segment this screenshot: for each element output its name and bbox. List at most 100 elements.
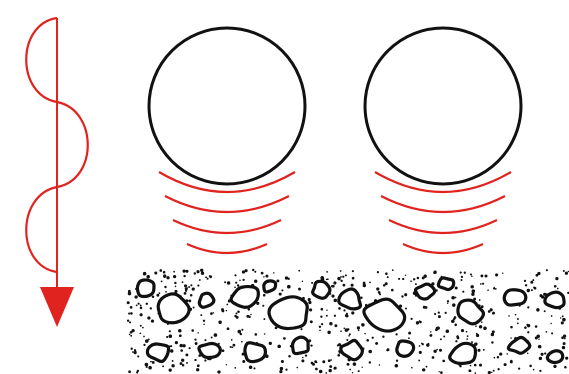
aggregate-stone	[158, 294, 189, 323]
stipple-dot	[197, 332, 198, 333]
stipple-dot	[469, 370, 471, 372]
stipple-dot	[482, 283, 484, 285]
stipple-dot	[386, 349, 388, 351]
stipple-dot	[288, 278, 290, 280]
stipple-dot	[127, 320, 129, 322]
stipple-dot	[190, 284, 192, 286]
stipple-dot	[332, 285, 335, 288]
stipple-dot	[510, 326, 513, 329]
emission-arc	[159, 172, 295, 192]
aggregate-stone	[416, 284, 435, 299]
stipple-dot	[508, 315, 510, 317]
stipple-dot	[485, 275, 488, 278]
stipple-dot	[170, 345, 172, 347]
stipple-dot	[527, 289, 530, 292]
stipple-dot	[146, 366, 148, 368]
stipple-dot	[204, 359, 206, 361]
particle-circle	[149, 28, 305, 184]
stipple-dot	[527, 324, 530, 327]
stipple-dot	[169, 330, 171, 332]
stipple-dot	[319, 326, 321, 328]
stipple-dot	[535, 336, 538, 339]
stipple-dot	[233, 344, 236, 347]
stipple-dot	[312, 363, 315, 366]
stipple-dot	[310, 320, 313, 323]
stipple-dot	[182, 364, 185, 367]
stipple-dot	[140, 313, 143, 316]
aggregate-stone	[397, 341, 414, 356]
stipple-dot	[413, 278, 415, 280]
stipple-dot	[143, 272, 147, 276]
stipple-dot	[357, 326, 360, 329]
stipple-dot	[255, 333, 258, 336]
stipple-dot	[480, 283, 482, 285]
stipple-dot	[315, 368, 318, 371]
stipple-dot	[137, 355, 139, 357]
stipple-dot	[492, 313, 494, 315]
stipple-dot	[466, 338, 468, 340]
stipple-dot	[331, 295, 334, 298]
stipple-dot	[557, 288, 559, 290]
stipple-dot	[343, 327, 345, 329]
stipple-dot	[398, 278, 400, 280]
stipple-dot	[226, 364, 227, 365]
stipple-dot	[140, 307, 143, 310]
stipple-dot	[408, 337, 410, 339]
stipple-dot	[443, 336, 445, 338]
stipple-dot	[182, 281, 184, 283]
stipple-dot	[531, 289, 533, 291]
aggregate-stone	[231, 287, 258, 308]
aggregate-stone	[199, 343, 220, 357]
stipple-dot	[319, 370, 323, 374]
stipple-dot	[527, 331, 529, 333]
stipple-dot	[224, 281, 226, 283]
stipple-dot	[162, 365, 164, 367]
stipple-dot	[281, 289, 283, 291]
stipple-dot	[352, 372, 353, 373]
stipple-dot	[154, 272, 157, 275]
stipple-dot	[517, 323, 519, 325]
stipple-dot	[502, 272, 503, 273]
stipple-dot	[179, 334, 182, 337]
stipple-dot	[555, 277, 558, 280]
stipple-dot	[438, 315, 441, 318]
stipple-dot	[180, 344, 183, 347]
stipple-dot	[227, 327, 230, 330]
stipple-dot	[366, 339, 369, 342]
stipple-dot	[340, 330, 342, 332]
stipple-dot	[447, 303, 448, 304]
stipple-dot	[546, 331, 548, 333]
stipple-dot	[483, 349, 485, 351]
stipple-dot	[329, 369, 332, 372]
stipple-dot	[234, 286, 236, 288]
stipple-dot	[551, 332, 553, 334]
stipple-dot	[487, 289, 489, 291]
stipple-dot	[280, 367, 283, 370]
stipple-dot	[527, 353, 529, 355]
stipple-dot	[184, 292, 187, 295]
stipple-dot	[228, 300, 230, 302]
stipple-dot	[483, 327, 487, 331]
stipple-dot	[169, 334, 173, 338]
stipple-dot	[320, 276, 324, 280]
stipple-dot	[263, 294, 266, 297]
stipple-dot	[491, 341, 493, 343]
stipple-dot	[283, 337, 286, 340]
stipple-dot	[475, 325, 477, 327]
stipple-dot	[446, 329, 450, 333]
aggregate-stone	[504, 290, 526, 305]
stipple-dot	[411, 367, 413, 369]
stipple-dot	[143, 336, 145, 338]
stipple-dot	[419, 321, 422, 324]
stipple-dot	[419, 351, 422, 354]
stipple-dot	[245, 269, 248, 272]
stipple-dot	[474, 364, 477, 367]
stipple-dot	[130, 306, 133, 309]
aggregate-layer	[127, 269, 569, 374]
stipple-dot	[536, 308, 539, 311]
stipple-dot	[434, 313, 436, 315]
stipple-dot	[565, 357, 568, 360]
stipple-dot	[254, 280, 257, 283]
stipple-dot	[236, 316, 239, 319]
stipple-dot	[451, 296, 455, 300]
